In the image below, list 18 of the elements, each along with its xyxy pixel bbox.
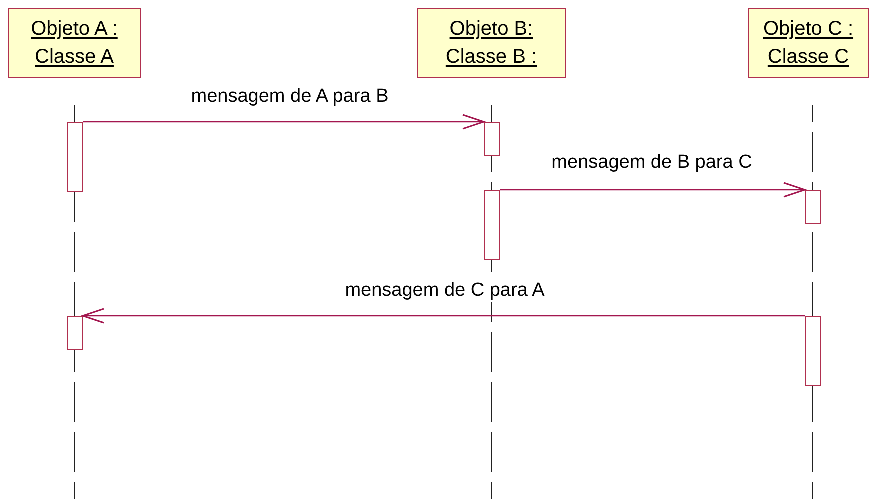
message-arrow: [83, 114, 485, 130]
activation-bar: [484, 122, 500, 156]
object-label: Classe B :: [446, 45, 538, 70]
object-label: Classe A: [35, 45, 114, 70]
message-arrow: [82, 308, 805, 324]
activation-bar: [805, 190, 821, 224]
object-label: Objeto B:: [450, 17, 534, 42]
object-label: Classe C: [768, 45, 850, 70]
object-box: [417, 8, 566, 78]
activation-bar: [67, 122, 83, 192]
activation-bar: [484, 190, 500, 260]
object-box: [748, 8, 869, 78]
activation-bar: [805, 316, 821, 386]
object-label: Objeto C :: [763, 17, 854, 42]
message-arrow: [500, 182, 806, 198]
object-box: [8, 8, 141, 78]
activation-bar: [67, 316, 83, 350]
object-label: Objeto A :: [31, 17, 118, 42]
